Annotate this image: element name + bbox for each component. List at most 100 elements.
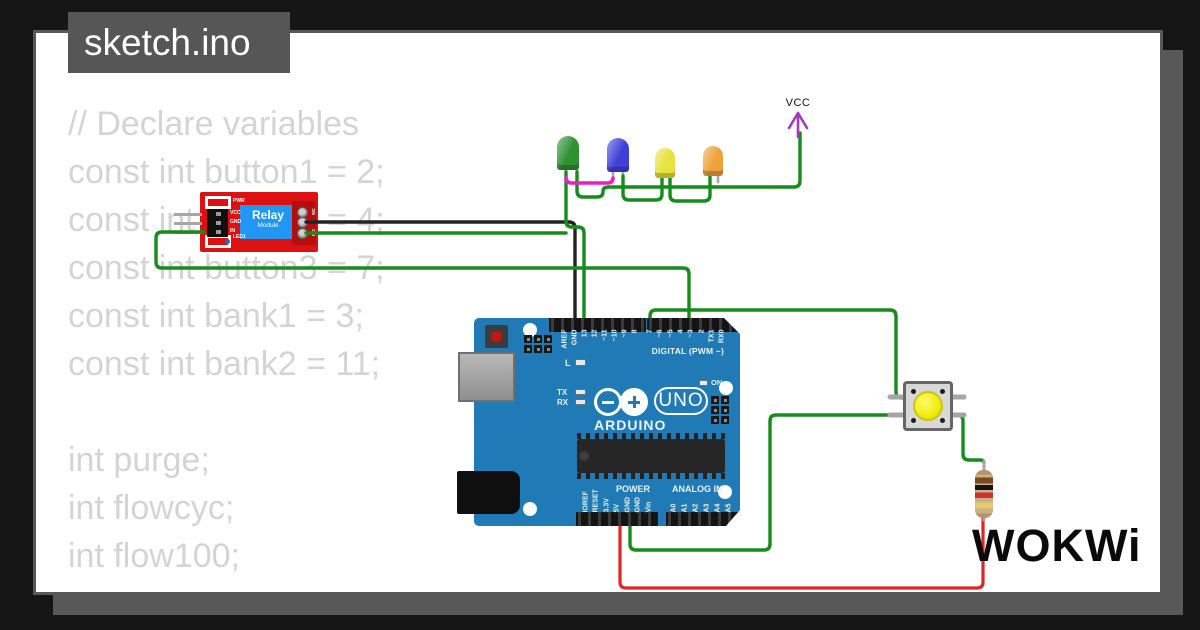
pushbutton[interactable] [903, 381, 953, 431]
header-power[interactable] [576, 512, 658, 526]
on-label: ON [711, 378, 723, 387]
led-tx-indicator [575, 389, 586, 395]
code-line: const int button1 = 2; [68, 153, 385, 191]
vcc-arrow-icon [787, 111, 809, 139]
sketch-title: sketch.ino [84, 22, 251, 63]
mount-hole [718, 485, 732, 499]
pin-label-a0: A0 [670, 503, 678, 512]
mount-hole [719, 381, 733, 395]
wire-relay-c-black[interactable] [304, 220, 577, 327]
relay-label-pwr: PWR [233, 198, 245, 204]
wire-led-anode-chain-green[interactable] [575, 131, 802, 199]
wokwi-logo: WOKWi [972, 520, 1142, 571]
pin-label-reset: RESET [592, 488, 600, 512]
pin-label-a1: A1 [681, 503, 689, 512]
relay-name: Relay [251, 208, 285, 222]
pin-label-a4: A4 [714, 503, 722, 512]
uno-model-badge: UNO [654, 387, 708, 415]
wire-magenta-bridge[interactable] [564, 176, 615, 185]
header-digital-left[interactable] [549, 318, 646, 332]
wire-5v-red[interactable] [618, 512, 985, 590]
power-jack [457, 471, 520, 514]
wire-button-resistor-green[interactable] [948, 413, 986, 465]
led-rx-label: RX [557, 398, 569, 407]
pin-label-~9: ~9 [621, 329, 629, 337]
header-analog[interactable] [666, 512, 740, 526]
pushbutton-cap[interactable] [913, 391, 943, 421]
code-line: const int bank2 = 11; [68, 345, 381, 383]
led-blue[interactable] [607, 138, 629, 172]
mount-hole [523, 323, 537, 337]
pin-label-aref: AREF [561, 329, 569, 349]
mount-hole [523, 502, 537, 516]
arduino-logo-plus [620, 388, 648, 416]
led-green[interactable] [557, 136, 579, 170]
pin-label-~6: ~6 [656, 329, 664, 337]
led-legs [564, 160, 720, 186]
relay-label-gnd: GND [230, 219, 242, 225]
pin-label-5v: 5V [613, 503, 621, 512]
pin-label-4: 4 [677, 329, 685, 333]
wire-led-cathode-green[interactable] [564, 170, 586, 327]
code-line: int flow100; [68, 537, 240, 575]
code-line: int flowcyc; [68, 489, 235, 527]
relay-label-vcc: VCC [230, 210, 241, 216]
pin-label-gnd: GND [571, 329, 579, 345]
digital-silkscreen: DIGITAL (PWM ~) [651, 346, 724, 356]
vcc-symbol-label: VCC [785, 97, 811, 109]
pin-label-8: 8 [631, 329, 639, 333]
pin-label-gnd: GND [624, 496, 631, 512]
power-silkscreen: POWER [616, 484, 651, 494]
pin-label-~11: ~11 [601, 329, 609, 341]
on-led-indicator [699, 380, 708, 386]
wire-led-bridge-2-green[interactable] [668, 174, 712, 203]
relay-label-led1: LED1 [233, 234, 246, 240]
relay-connector [207, 209, 228, 237]
pin-label-13: 13 [581, 329, 589, 337]
code-line: const int bank1 = 3; [68, 297, 364, 335]
relay-label-in: IN [230, 228, 235, 234]
pin-grid [524, 335, 552, 353]
pin-label-~3: ~3 [687, 329, 695, 337]
usb-connector [458, 352, 515, 402]
reset-button[interactable] [485, 325, 508, 348]
pin-label-a5: A5 [725, 503, 733, 512]
pin-label-rx0: RX0 [718, 329, 726, 343]
atmega-chip [577, 439, 725, 473]
led-tx-label: TX [557, 388, 568, 397]
relay-label-plate: Relay Module [240, 205, 296, 239]
relay-pin-gnd[interactable] [174, 221, 202, 225]
relay-pin-vcc[interactable] [174, 212, 202, 216]
pin-label-~5: ~5 [667, 329, 675, 337]
code-line: // Declare variables [68, 105, 360, 143]
led-l-label: L [565, 358, 571, 368]
sketch-title-tab[interactable]: sketch.ino [68, 12, 290, 73]
header-digital-right[interactable] [647, 318, 739, 332]
pin-label-gnd: GND [634, 496, 642, 512]
relay-subname: Module [257, 222, 279, 229]
pin-label-2: 2 [698, 329, 705, 333]
led-rx-indicator [575, 399, 586, 405]
arduino-logo-minus [594, 388, 622, 416]
resistor[interactable] [975, 470, 993, 518]
pin-label-tx1: TX1 [708, 329, 716, 342]
code-watermark: // Declare variables const int button1 = … [68, 100, 385, 580]
wire-led-bridge-1-green[interactable] [621, 174, 664, 202]
led-yellow[interactable] [655, 148, 675, 178]
code-line: int purge; [68, 441, 210, 479]
wire-relay-in-green[interactable] [154, 230, 691, 327]
pin-label-ioref: IOREF [582, 490, 589, 512]
pin-label-7: 7 [646, 329, 654, 333]
led-l-indicator [575, 359, 586, 366]
pin-label-~10: ~10 [611, 329, 619, 341]
pin-label-12: 12 [591, 329, 599, 337]
arduino-uno-board[interactable]: DIGITAL (PWM ~) POWER ANALOG IN L TX RX … [457, 318, 740, 526]
led-orange[interactable] [703, 146, 723, 176]
wire-gnd-button-green[interactable] [628, 413, 908, 552]
pin-label-3.3v: 3.3V [603, 497, 610, 512]
analog-silkscreen: ANALOG IN [672, 484, 723, 494]
icsp-header[interactable] [711, 396, 729, 424]
